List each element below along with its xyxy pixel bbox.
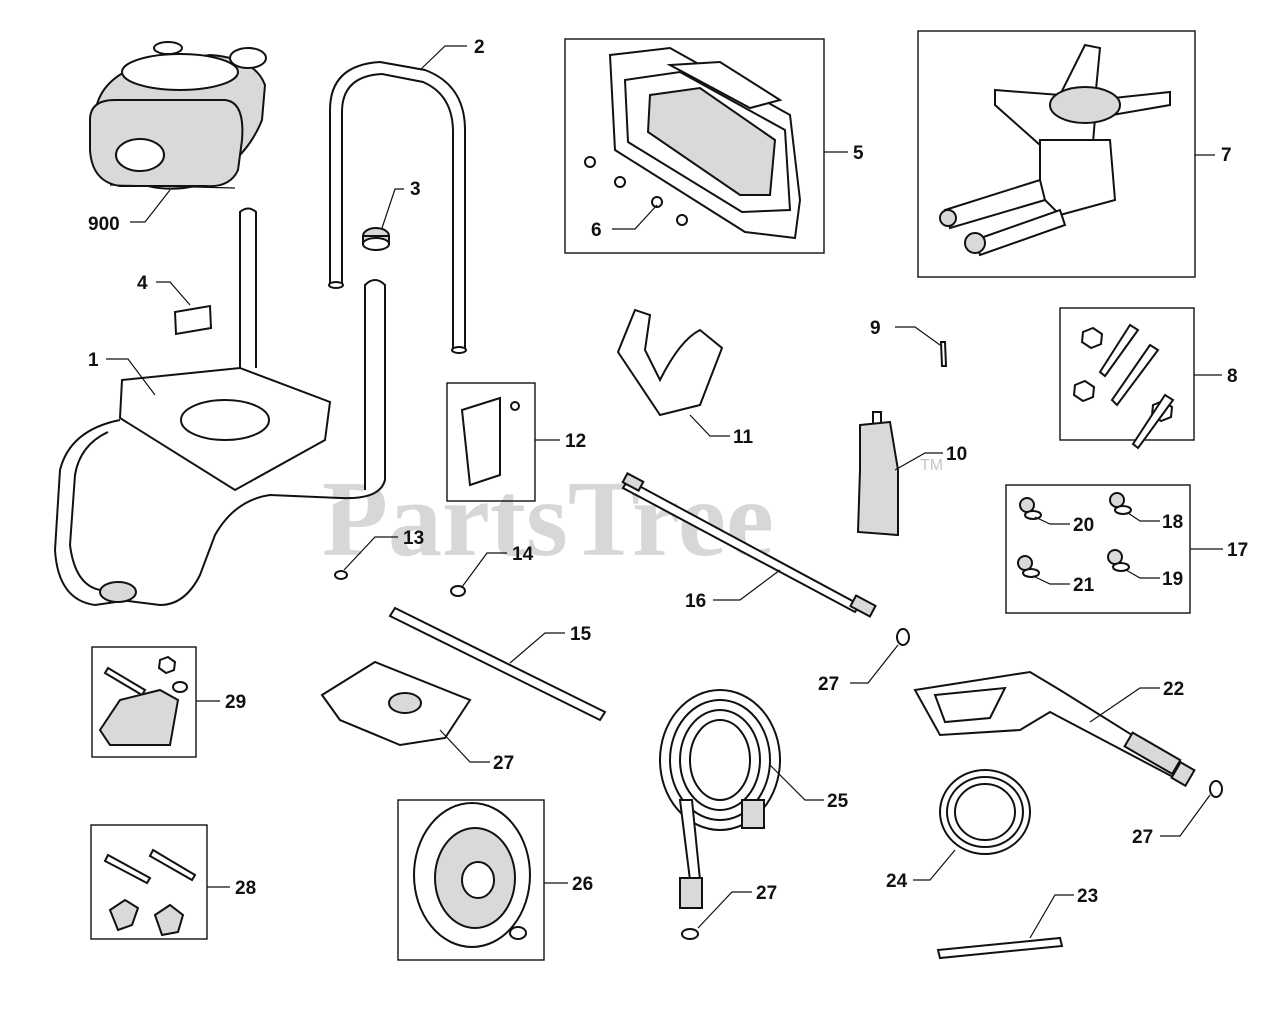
callout-20: 20 (1073, 515, 1094, 536)
callout-13: 13 (403, 528, 424, 549)
box-part-29 (91, 646, 197, 758)
tube-coil-illustration (939, 769, 1031, 855)
callout-27-hose: 27 (756, 883, 777, 904)
callout-25: 25 (827, 791, 849, 812)
callout-5: 5 (853, 143, 864, 164)
box-part-12 (446, 382, 536, 502)
pin-illustration (939, 341, 948, 367)
foot-illustration (98, 655, 188, 746)
callout-16: 16 (685, 591, 706, 612)
screws-illustration (584, 156, 688, 226)
cable-tie-illustration (936, 936, 1064, 960)
callout-19: 19 (1162, 569, 1183, 590)
leader-lines (106, 45, 1223, 939)
engine-illustration (89, 41, 267, 190)
callout-26: 26 (572, 874, 593, 895)
spray-gun-illustration (913, 670, 1196, 788)
frame-illustration (53, 207, 386, 607)
washer-illustration (450, 585, 466, 597)
box-part-5 (564, 38, 825, 254)
wire-bracket-illustration (616, 308, 724, 417)
pump-illustration (939, 43, 1171, 257)
o-ring-illustration (334, 570, 348, 580)
callout-27-gun: 27 (1132, 827, 1153, 848)
callout-3: 3 (410, 179, 421, 200)
decal-illustration (173, 304, 213, 336)
bolts-illustration (1072, 323, 1175, 450)
box-part-26 (397, 799, 545, 961)
hose-illustration (659, 689, 781, 909)
box-part-28 (90, 824, 208, 940)
callout-17: 17 (1227, 540, 1248, 561)
callout-1: 1 (88, 350, 99, 371)
washer-27a-illustration (896, 628, 910, 646)
callout-24: 24 (886, 871, 908, 892)
callout-10: 10 (946, 444, 967, 465)
wheel-illustration (413, 802, 531, 948)
callout-15: 15 (570, 624, 592, 645)
callout-900: 900 (88, 214, 120, 235)
washer-27b-illustration (1209, 780, 1223, 798)
upper-handle-illustration (328, 60, 467, 354)
box-part-7 (917, 30, 1196, 278)
callout-2: 2 (474, 37, 485, 58)
callout-14: 14 (512, 544, 534, 565)
callout-28: 28 (235, 878, 256, 899)
watermark-brand: PartsTree (322, 460, 774, 579)
watermark-trademark: TM (920, 457, 943, 474)
callout-8: 8 (1227, 366, 1238, 387)
lance-illustration (621, 472, 877, 618)
callout-labels: 900 1 2 3 4 5 6 7 8 9 10 11 12 13 14 15 … (88, 37, 1248, 907)
control-panel-illustration (608, 46, 802, 240)
plate-illustration (460, 396, 520, 487)
callout-29: 29 (225, 692, 246, 713)
callout-27-plate: 27 (493, 753, 514, 774)
base-plate-illustration (320, 660, 472, 747)
callout-27-lance: 27 (818, 674, 839, 695)
callout-18: 18 (1162, 512, 1183, 533)
callout-4: 4 (137, 273, 148, 294)
callout-6: 6 (591, 220, 602, 241)
cap-illustration (362, 227, 390, 251)
callout-11: 11 (733, 427, 754, 448)
axle-illustration (388, 606, 607, 722)
callout-9: 9 (870, 318, 881, 339)
callout-12: 12 (565, 431, 586, 452)
callout-23: 23 (1077, 886, 1098, 907)
callout-21: 21 (1073, 575, 1095, 596)
callout-7: 7 (1221, 145, 1232, 166)
box-part-8 (1059, 307, 1195, 441)
oil-bottle-illustration (856, 411, 899, 537)
knob-bolts-illustration (103, 848, 197, 937)
screw-set-illustration (1017, 492, 1132, 578)
callout-22: 22 (1163, 679, 1184, 700)
washer-27c-illustration (681, 928, 699, 940)
